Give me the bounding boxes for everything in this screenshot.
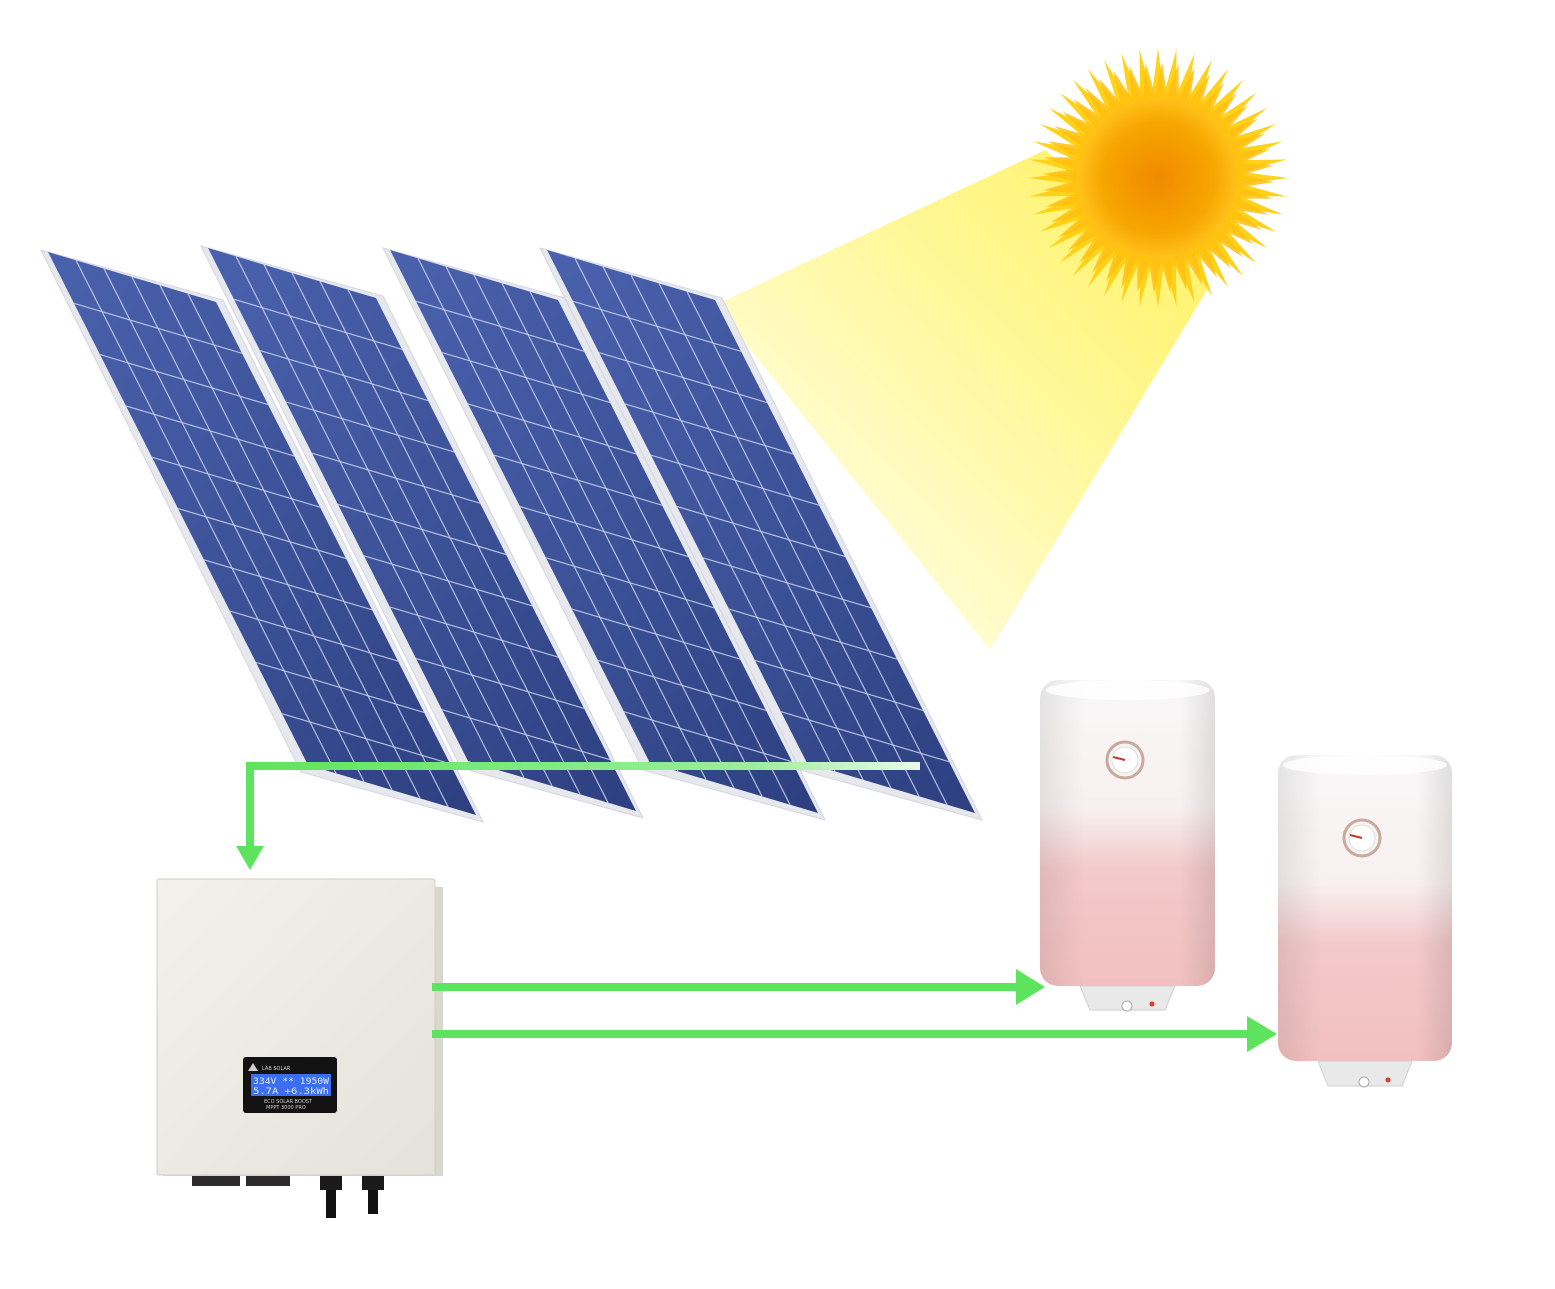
solar-panel <box>382 247 826 821</box>
heater-knob-icon <box>1358 1076 1370 1088</box>
solar-inverter: LAB SOLAR 334V ** 1950W 5.7A +6.3kWh ECO… <box>156 878 443 1218</box>
water-heater-1 <box>1040 680 1215 1012</box>
sun-core <box>1078 98 1238 258</box>
arrow-inverter-to-heater-2 <box>432 1016 1277 1052</box>
inverter-model-line-2: MPPT 3000 PRO <box>266 1105 306 1111</box>
sun-icon <box>1028 48 1288 308</box>
sun-beam <box>715 150 1210 650</box>
solar-panel <box>539 247 983 821</box>
inverter-connectors <box>192 1176 384 1218</box>
lcd-line-2: 5.7A +6.3kWh <box>253 1087 329 1097</box>
arrow-panels-to-inverter <box>236 762 920 870</box>
heater-knob-icon <box>1121 1000 1133 1012</box>
inverter-model-line-1: ECO SOLAR BOOST <box>264 1099 313 1105</box>
lcd-screen <box>251 1074 331 1096</box>
solar-panel <box>40 249 484 823</box>
thermometer-dial-icon <box>1342 818 1382 858</box>
inverter-brand: LAB SOLAR <box>262 1066 291 1072</box>
thermometer-dial-icon <box>1105 740 1145 780</box>
solar-panel-array <box>40 245 983 823</box>
water-heater-2 <box>1278 755 1452 1088</box>
solar-panel <box>200 245 644 819</box>
arrow-inverter-to-heater-1 <box>432 969 1045 1005</box>
lcd-line-1: 334V ** 1950W <box>253 1077 330 1087</box>
brand-logo-icon <box>248 1063 258 1071</box>
